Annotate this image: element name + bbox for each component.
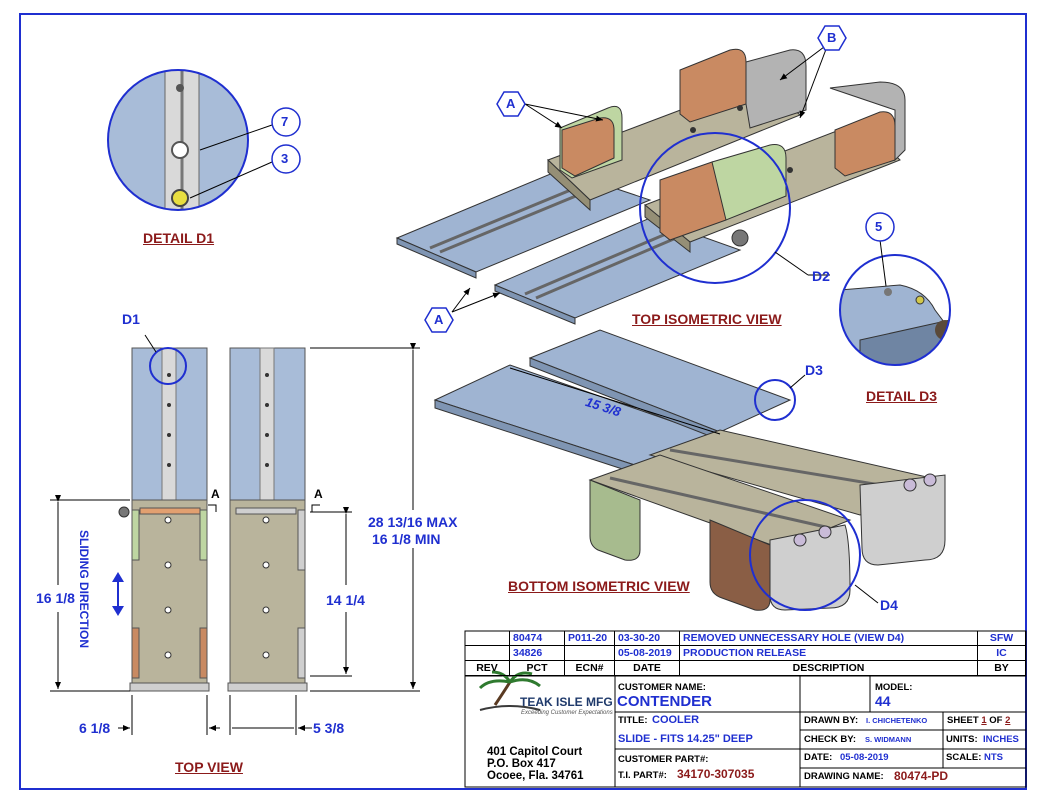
balloon-7-label: 7 (281, 114, 289, 129)
title-block-frame (464, 630, 1027, 788)
balloon-a-bottom-label: A (434, 312, 444, 327)
date-value: 05-08-2019 (840, 752, 889, 763)
detail-d3-view (839, 239, 951, 366)
units-label: UNITS: (946, 734, 978, 745)
balloon-5-circle (865, 212, 895, 242)
customer-name-label: CUSTOMER NAME: (618, 682, 706, 693)
balloon-b-hex (817, 25, 847, 51)
top-view-left-part (118, 334, 210, 692)
drawn-by-value: I. CHICHETENKO (866, 716, 928, 725)
scale-value: NTS (984, 752, 1003, 763)
rev-header-pct: PCT (510, 661, 565, 676)
rev-row1-date: 03-30-20 (615, 631, 680, 646)
bottom-isometric-view-label: BOTTOM ISOMETRIC VIEW (508, 578, 690, 594)
sliding-direction-arrow (112, 572, 124, 616)
rev-row1-pct: 80474 (510, 631, 565, 646)
bottom-isometric-view (433, 329, 946, 611)
title-label: TITLE: (618, 715, 648, 726)
balloon-a-hex-bottom (424, 307, 454, 333)
sheet-of-word: OF (989, 715, 1003, 726)
top-view-right-part (227, 347, 308, 692)
check-by-label: CHECK BY: (804, 734, 857, 745)
company-tagline: Exceeding Customer Expectations (521, 710, 613, 716)
address-line-2: P.O. Box 417 (487, 758, 556, 770)
drawing-name-value: 80474-PD (894, 769, 949, 783)
detail-d1-view (107, 69, 273, 211)
balloon-7-circle (271, 107, 301, 137)
drawn-by-label: DRAWN BY: (804, 715, 859, 726)
model-value: 44 (875, 693, 891, 709)
detail-d3-label: DETAIL D3 (866, 388, 938, 404)
rev-row1-desc: REMOVED UNNECESSARY HOLE (VIEW D4) (680, 631, 978, 646)
rev-header-desc: DESCRIPTION (680, 661, 978, 676)
balloon-a-top-label: A (506, 96, 516, 111)
rev-row1-rev (465, 631, 510, 646)
check-by-value: S. WIDMANN (865, 735, 912, 744)
inner-height-dimension: 14 1/4 (326, 592, 365, 608)
rev-header-rev: REV (465, 661, 510, 676)
rev-row2-pct: 34826 (510, 646, 565, 661)
d2-callout: D2 (812, 268, 830, 284)
min-dimension: 16 1/8 MIN (372, 531, 441, 547)
customer-name-value: CONTENDER (617, 693, 713, 710)
sheet-total: 2 (1005, 715, 1011, 726)
title-block: 80474 P011-20 03-30-20 REMOVED UNNECESSA… (465, 631, 1026, 787)
rev-row2-date: 05-08-2019 (615, 646, 680, 661)
sheet-number: 1 (981, 715, 987, 726)
balloon-3-circle (271, 144, 301, 174)
max-dimension: 28 13/16 MAX (368, 514, 458, 530)
d4-callout: D4 (880, 597, 898, 613)
sliding-direction-label: SLIDING DIRECTION (77, 530, 91, 649)
scale-label: SCALE: (946, 752, 982, 763)
right-width-dimension: 5 3/8 (313, 720, 345, 736)
company-name: TEAK ISLE MFG (520, 695, 613, 709)
address-line-1: 401 Capitol Court (487, 746, 583, 758)
section-a-left: A (211, 487, 220, 501)
balloon-3-label: 3 (281, 151, 289, 166)
left-width-dimension: 6 1/8 (79, 720, 111, 736)
teak-isle-logo-mark (478, 670, 541, 711)
detail-d1-label: DETAIL D1 (143, 230, 215, 246)
balloon-a-hex-top (496, 91, 526, 117)
sliding-height-dimension: 16 1/8 (36, 590, 75, 606)
rev-row2-desc: PRODUCTION RELEASE (680, 646, 978, 661)
address-line-3: Ocoee, Fla. 34761 (487, 770, 584, 782)
rev-row2-ecn (565, 646, 615, 661)
customer-part-label: CUSTOMER PART#: (618, 754, 709, 765)
section-a-right: A (314, 487, 323, 501)
rev-row2-rev (465, 646, 510, 661)
model-label: MODEL: (875, 682, 913, 693)
top-isometric-view-label: TOP ISOMETRIC VIEW (632, 311, 782, 327)
units-value: INCHES (983, 734, 1019, 745)
date-label: DATE: (804, 752, 833, 763)
dimension-lines (50, 343, 420, 735)
balloon-b-label: B (827, 30, 837, 45)
rev-header-by: BY (978, 661, 1026, 676)
ti-part-value: 34170-307035 (677, 767, 755, 781)
d1-callout: D1 (122, 311, 140, 327)
rev-row1-ecn: P011-20 (565, 631, 615, 646)
rev-header-ecn: ECN# (565, 661, 615, 676)
rev-row2-by: IC (978, 646, 1026, 661)
top-view-label: TOP VIEW (175, 759, 243, 775)
sheet-border (19, 13, 1027, 790)
title-value: COOLER (652, 714, 700, 726)
sheet-word: SHEET (947, 715, 979, 726)
top-isometric-view (395, 43, 906, 325)
drawing-name-label: DRAWING NAME: (804, 771, 884, 782)
rev-row1-by: SFW (978, 631, 1026, 646)
sheet-label: SHEET 1 OF 2 (947, 716, 1010, 726)
d3-callout: D3 (805, 362, 823, 378)
subtitle-value: SLIDE - FITS 14.25" DEEP (618, 733, 753, 745)
ti-part-label: T.I. PART#: (618, 770, 667, 781)
balloon-5-label: 5 (875, 219, 883, 234)
rev-header-date: DATE (615, 661, 680, 676)
